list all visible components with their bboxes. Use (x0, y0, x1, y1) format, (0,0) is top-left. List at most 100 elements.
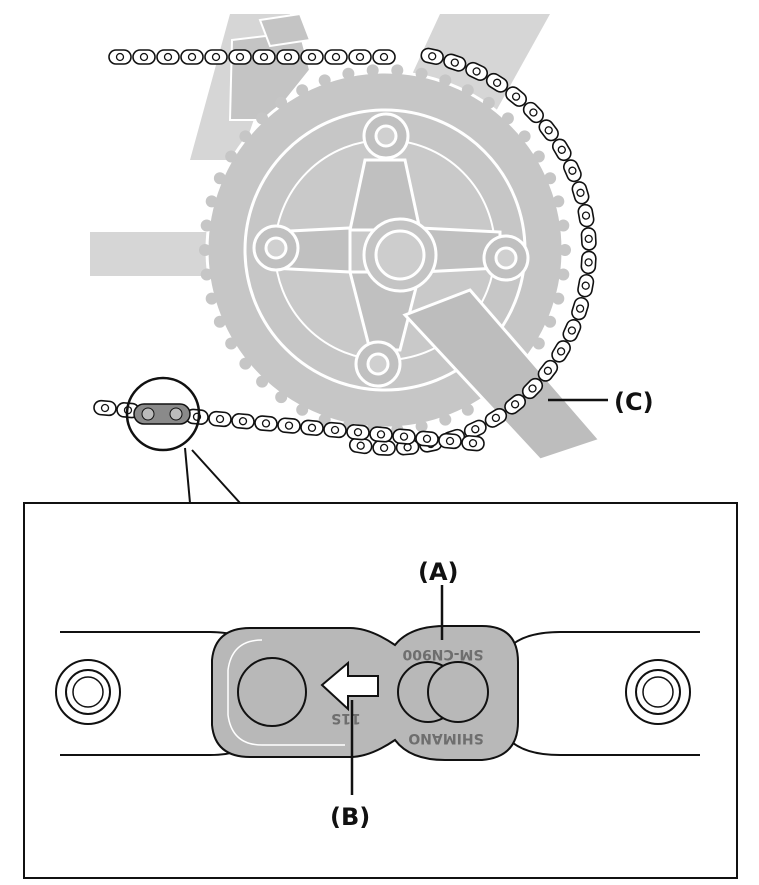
chainring-tooth (213, 315, 226, 328)
detail-chain: SM-CN900 SHIMANO 11S (55, 625, 700, 761)
chainring-tooth (461, 403, 474, 416)
chainring-tooth (205, 195, 218, 208)
chainring-tooth (296, 84, 309, 97)
chain-lower-run (93, 399, 485, 452)
chainring-tooth (296, 403, 309, 416)
chain-link (420, 47, 444, 65)
chainring-tooth (415, 67, 428, 80)
chainring-tooth (391, 64, 404, 77)
connecting-link-pin-left (237, 657, 307, 727)
direction-arrow-icon (320, 660, 379, 712)
chain-link (392, 428, 416, 445)
callout-connector-2 (191, 449, 241, 504)
chain-link (485, 72, 509, 93)
chain-link (180, 49, 204, 65)
chain-link (551, 138, 572, 162)
chain-link (577, 273, 595, 298)
chainring-tooth (415, 420, 428, 433)
chainring-tooth (482, 96, 495, 109)
chainring-tooth (213, 172, 226, 185)
chain-roller-left (55, 659, 121, 725)
chainring-tooth (532, 150, 545, 163)
chain-link (537, 359, 559, 382)
chain-wrap (348, 47, 597, 456)
chain-link (93, 399, 117, 417)
chain-link (369, 426, 393, 443)
chain-link (551, 340, 571, 363)
chain-link (504, 393, 527, 415)
chain-link (323, 421, 347, 439)
chain-link (571, 296, 590, 321)
chain-link (108, 49, 132, 65)
chainring-tooth (199, 244, 211, 256)
chain-link (204, 49, 228, 65)
chainring-tooth (439, 413, 452, 426)
chain-link (277, 417, 301, 434)
chainring-tooth (239, 357, 252, 370)
chainring-tooth (501, 112, 514, 125)
chainring-tooth (532, 337, 545, 350)
chain-link (465, 61, 489, 81)
chain-link (562, 159, 582, 183)
crankset-illustration: (C) (90, 12, 654, 462)
chain-link (276, 49, 300, 65)
speed-stamp: 11S (331, 710, 361, 726)
chainring-tooth (544, 172, 557, 185)
chain-link (571, 181, 590, 205)
chain-link (156, 49, 180, 65)
chainring-tooth (557, 219, 570, 232)
chain-link (580, 227, 597, 251)
chainring-tooth (552, 292, 565, 305)
chainring-tooth (318, 74, 331, 87)
chainring-tooth (439, 74, 452, 87)
chain-link (461, 435, 485, 452)
chain-link (254, 415, 278, 432)
chain-link (252, 49, 276, 65)
chainring-tooth (461, 84, 474, 97)
chain-link (228, 49, 252, 65)
connecting-link-plate-inner (227, 639, 345, 746)
chain-link (208, 410, 232, 428)
chainring-tooth (366, 64, 379, 77)
chain-link (372, 439, 396, 456)
chainring-tooth (239, 130, 252, 143)
chain-link (438, 432, 462, 450)
chain-link (348, 49, 372, 65)
chain-upper-run (108, 49, 396, 65)
chainring-tooth (552, 195, 565, 208)
chain-link (463, 419, 487, 439)
chainring-tooth (200, 219, 213, 232)
chain-link (521, 377, 544, 400)
chainring-tooth (275, 391, 288, 404)
chain-link (522, 101, 544, 124)
brand-stamp: SHIMANO (408, 730, 483, 746)
connecting-link-small (133, 403, 191, 425)
callout-connector (184, 447, 191, 504)
label-b: (B) (330, 803, 370, 831)
chain-link (443, 53, 467, 72)
chainring-tooth (342, 67, 355, 80)
chainring-tooth (518, 130, 531, 143)
chain-link (505, 86, 527, 107)
chain-link (300, 49, 324, 65)
label-a: (A) (418, 558, 459, 586)
chain-link (324, 49, 348, 65)
chainring-tooth (225, 337, 238, 350)
crank-axle-bolt (374, 229, 426, 281)
connecting-link-pin-right-b (427, 661, 489, 723)
chain-link (346, 424, 370, 441)
chain-link (231, 413, 255, 430)
label-c: (C) (614, 388, 654, 416)
chain-roller-right (625, 659, 691, 725)
model-stamp: SM-CN900 (402, 646, 483, 662)
chainring-tooth (557, 268, 570, 281)
chain-link (348, 437, 373, 455)
chain-link (132, 49, 156, 65)
chainring-tooth (205, 292, 218, 305)
chain-link (580, 250, 597, 275)
chainring-tooth (256, 112, 269, 125)
chain-link (577, 203, 595, 228)
chainring-tooth (200, 268, 213, 281)
chain-link (300, 419, 324, 436)
chain-link (538, 119, 559, 142)
